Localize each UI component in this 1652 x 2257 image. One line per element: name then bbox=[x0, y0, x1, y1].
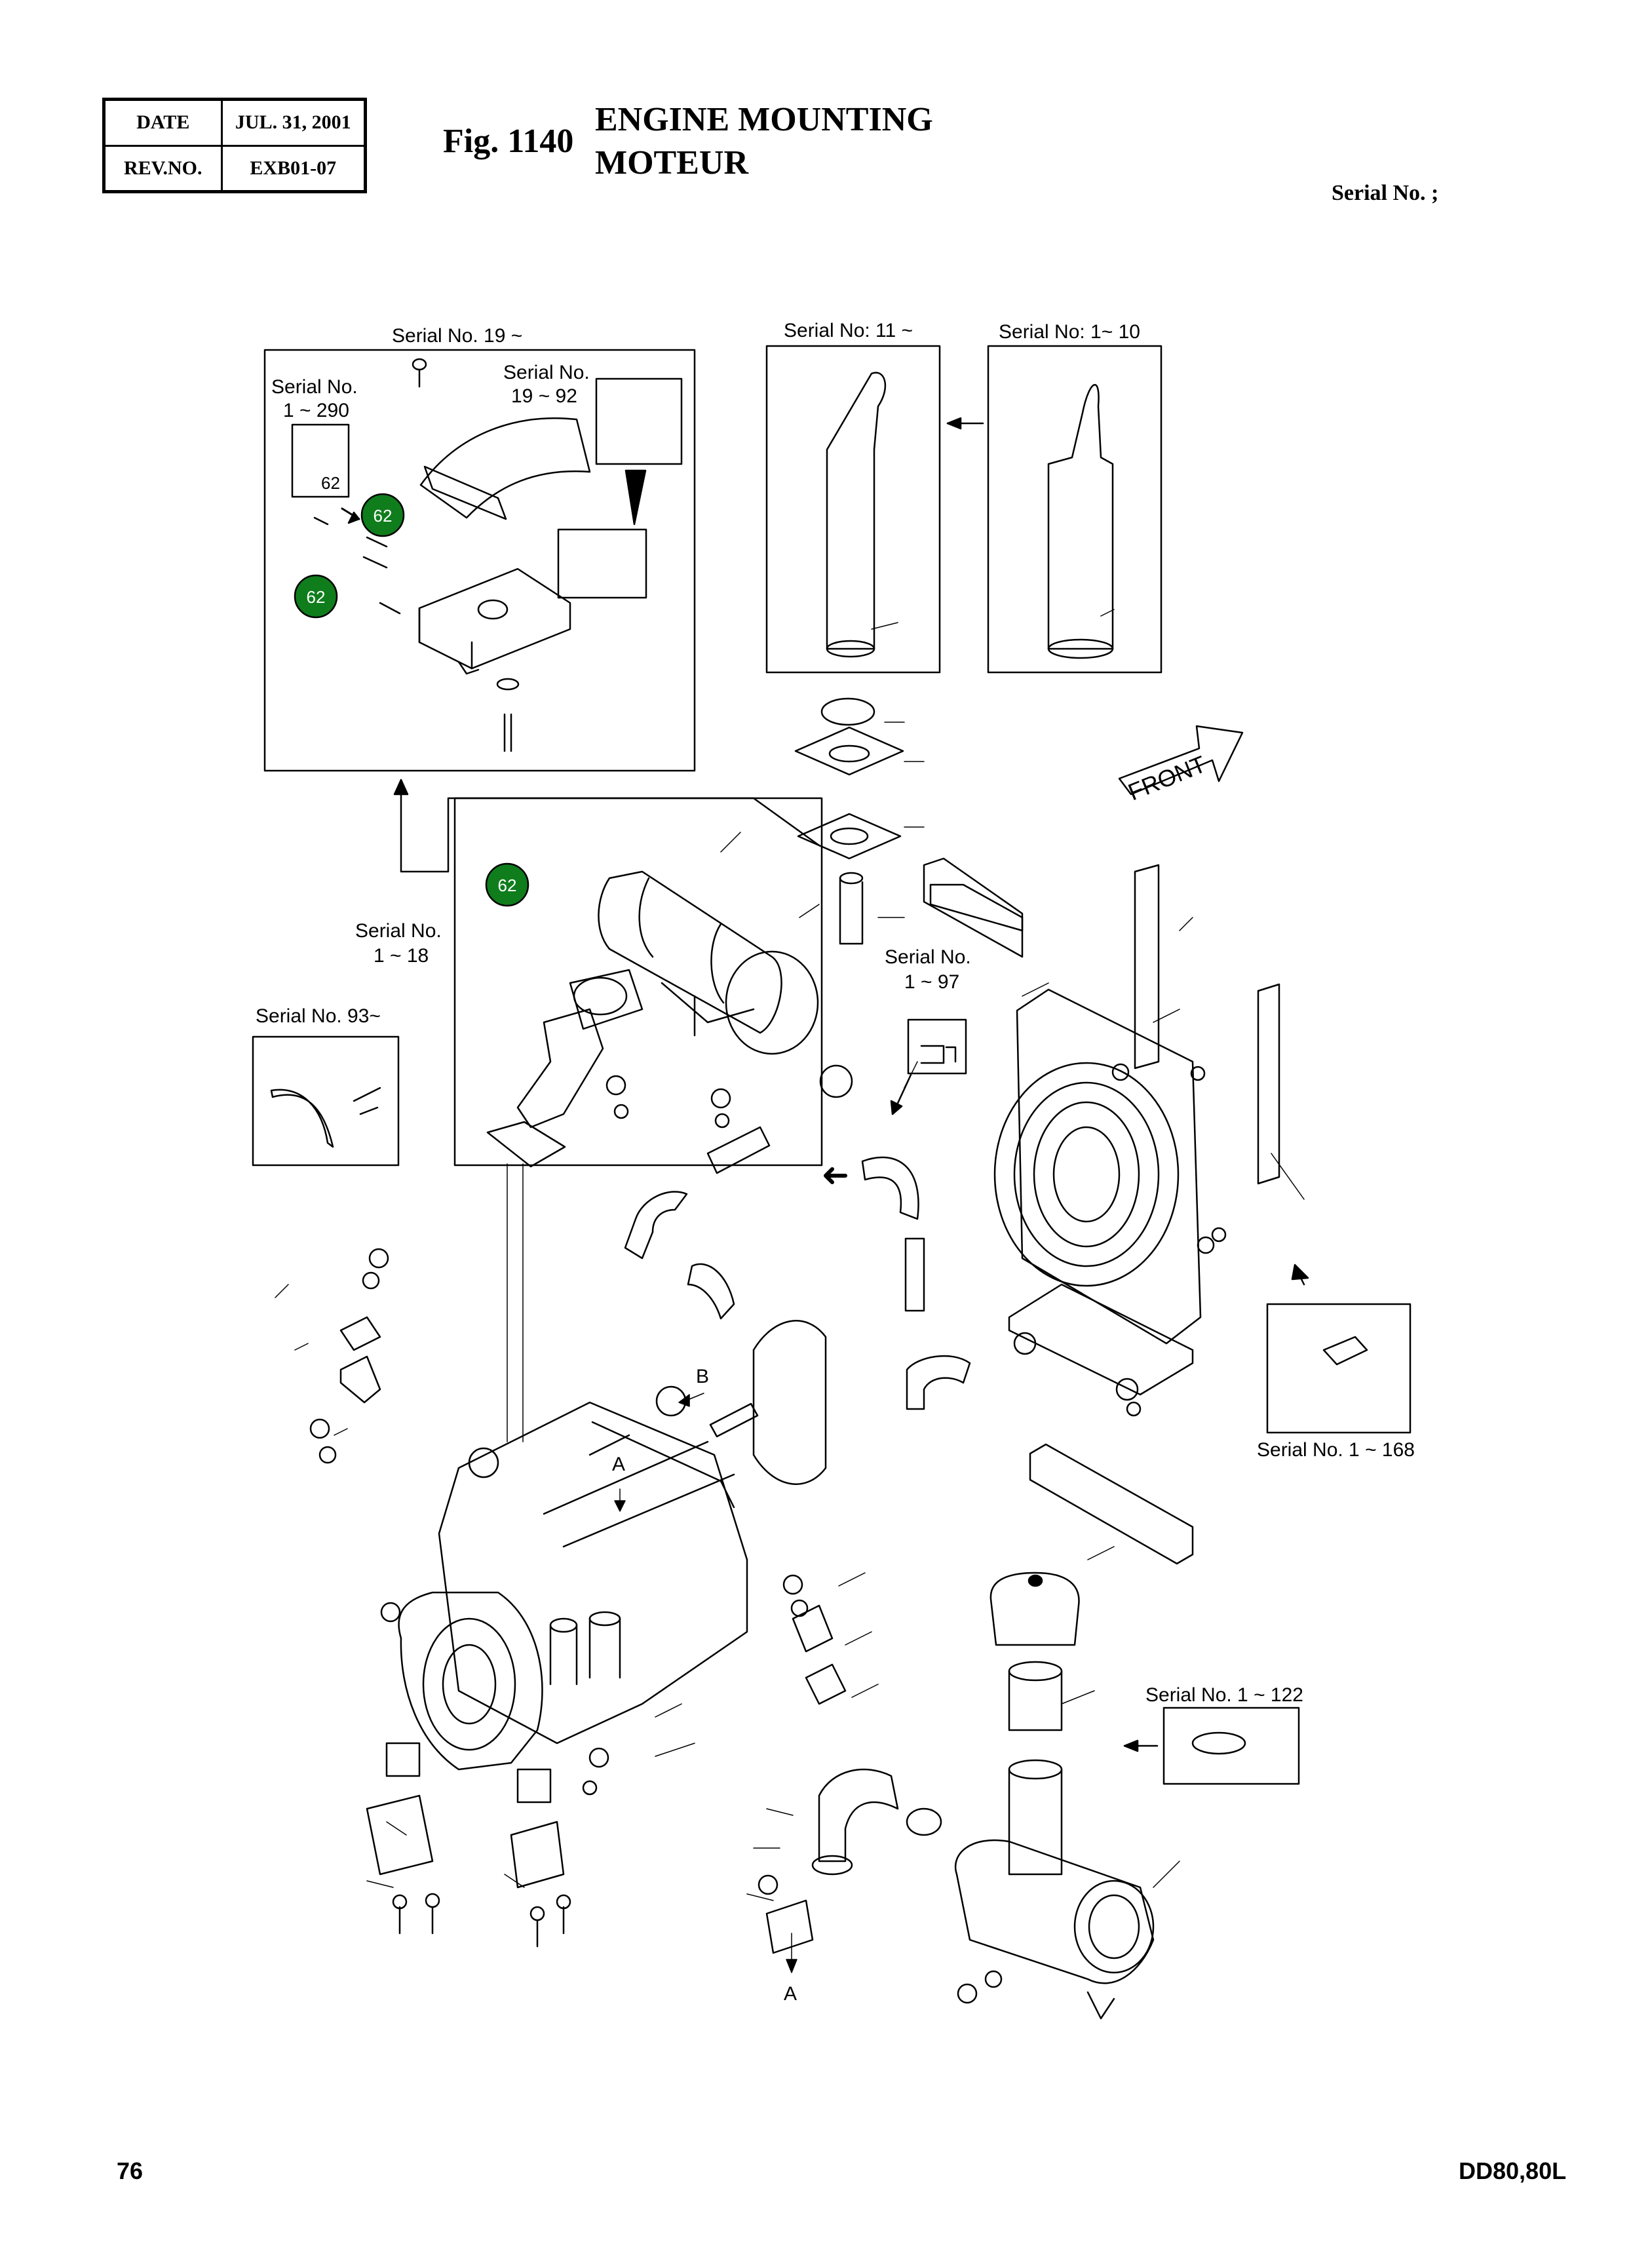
engine-block bbox=[398, 1320, 827, 1771]
date-label: DATE bbox=[103, 98, 223, 147]
air-cleaner bbox=[955, 1572, 1155, 2020]
callout-circle bbox=[360, 493, 405, 537]
sub-frame-1-290 bbox=[291, 423, 350, 498]
shield-clamp bbox=[423, 465, 507, 520]
plate-hole bbox=[477, 599, 509, 620]
inset-frame bbox=[263, 349, 696, 772]
label-serial-1-290-a: Serial No. bbox=[271, 376, 358, 398]
stud bbox=[503, 713, 512, 752]
washer bbox=[496, 678, 520, 691]
label-ref-a-engine: A bbox=[612, 1454, 625, 1475]
label-inline-62: 62 bbox=[321, 473, 340, 493]
page-number: 76 bbox=[117, 2157, 144, 2184]
flange-gasket bbox=[569, 969, 644, 1030]
filter-body bbox=[955, 1839, 1155, 1984]
plate-flange bbox=[418, 607, 480, 675]
rev-label: REV.NO. bbox=[103, 144, 223, 193]
callout-label: 62 bbox=[307, 587, 326, 607]
label-serial-1-97-b: 1 ~ 97 bbox=[904, 971, 959, 993]
figure-number: Fig. 1140 bbox=[443, 123, 574, 160]
radiator-base bbox=[1008, 1283, 1194, 1396]
arrow-down bbox=[624, 469, 647, 526]
stack-frame-1-10 bbox=[987, 345, 1162, 674]
exhaust-stack-new bbox=[765, 345, 941, 674]
exhaust-stack-old bbox=[946, 345, 1162, 674]
muffler bbox=[598, 870, 1024, 1098]
stack-flange bbox=[794, 726, 904, 776]
rev-value: EXB01-07 bbox=[220, 144, 367, 193]
hardware bbox=[309, 1063, 1227, 2004]
label-serial-11: Serial No: 11 ~ bbox=[784, 320, 913, 341]
channel-horizontal bbox=[1029, 1443, 1194, 1565]
exhaust-elbow bbox=[486, 969, 644, 1168]
label-serial-1-97-a: Serial No. bbox=[885, 946, 971, 968]
fan-blade bbox=[752, 1320, 827, 1485]
engine-mounts bbox=[339, 1316, 847, 1889]
angle-bracket bbox=[923, 857, 1280, 1565]
inset-leader bbox=[393, 779, 823, 1167]
label-serial-19-92-a: Serial No. bbox=[503, 362, 590, 383]
callout-label: 62 bbox=[374, 506, 393, 526]
stack-clamp-group bbox=[794, 697, 904, 945]
front-label: FRONT bbox=[1124, 750, 1210, 805]
muffler-bracket-inset bbox=[263, 349, 696, 772]
label-serial-19-92-b: 19 ~ 92 bbox=[511, 385, 577, 407]
reference-lines bbox=[507, 1163, 797, 1973]
serial-header: Serial No. ; bbox=[1332, 181, 1439, 205]
coolant-hoses bbox=[624, 1126, 971, 1410]
label-serial-1-18-b: 1 ~ 18 bbox=[374, 945, 429, 967]
title-french: MOTEUR bbox=[595, 144, 748, 182]
date-value: JUL. 31, 2001 bbox=[220, 98, 367, 147]
callouts: 62 62 62 bbox=[294, 493, 529, 907]
stack-clamp bbox=[820, 697, 875, 726]
gasket bbox=[797, 813, 902, 860]
label-ref-b: B bbox=[696, 1366, 709, 1387]
clamp-inset-122 bbox=[1123, 1707, 1300, 1785]
radiator bbox=[993, 988, 1202, 1396]
bolt-head bbox=[412, 358, 427, 371]
mount-inset-168 bbox=[1266, 1264, 1412, 1434]
label-serial-1-122: Serial No. 1 ~ 122 bbox=[1145, 1684, 1303, 1706]
callout-circle bbox=[294, 574, 338, 619]
label-serial-1-10: Serial No: 1~ 10 bbox=[999, 321, 1140, 343]
channel-vertical-1 bbox=[1134, 864, 1160, 1070]
bracket-plate bbox=[929, 883, 1024, 932]
figure-title: ENGINE MOUNTING MOTEUR bbox=[595, 98, 933, 185]
sub-frame-hardware-a bbox=[595, 377, 683, 465]
title-english: ENGINE MOUNTING bbox=[595, 101, 933, 138]
sub-frame-hardware-b bbox=[557, 528, 647, 599]
channel-vertical-2 bbox=[1257, 983, 1280, 1185]
label-serial-19: Serial No. 19 ~ bbox=[392, 325, 522, 347]
fan-shroud bbox=[993, 1062, 1180, 1287]
bolts bbox=[313, 516, 401, 615]
flywheel-housing bbox=[398, 1591, 543, 1771]
leader-lines bbox=[275, 609, 1305, 1901]
label-serial-1-168: Serial No. 1 ~ 168 bbox=[1257, 1439, 1415, 1461]
revision-table: DATE JUL. 31, 2001 REV.NO. EXB01-07 bbox=[102, 98, 367, 193]
exhaust-pipe-angled bbox=[826, 372, 887, 650]
precleaner-cap bbox=[989, 1572, 1080, 1646]
label-serial-1-290-b: 1 ~ 290 bbox=[283, 400, 349, 421]
callout-circle bbox=[485, 862, 529, 907]
callout-label: 62 bbox=[498, 876, 517, 895]
label-serial-93: Serial No. 93~ bbox=[256, 1005, 381, 1027]
stack-frame-11 bbox=[765, 345, 941, 674]
label-ref-a-intake: A bbox=[784, 1983, 797, 2005]
front-arrow: FRONT bbox=[1118, 725, 1244, 805]
pipe-cap bbox=[819, 1064, 853, 1098]
clip-inset bbox=[890, 1018, 967, 1115]
label-serial-1-18-a: Serial No. bbox=[355, 920, 442, 942]
exhaust-pipe-straight bbox=[1047, 384, 1114, 650]
intake-elbow bbox=[765, 1768, 942, 1954]
heat-shield bbox=[419, 417, 591, 519]
diagram-labels: Serial No. 19 ~ Serial No. 1 ~ 290 Seria… bbox=[256, 320, 1415, 2005]
model-number: DD80,80L bbox=[1459, 2157, 1567, 2184]
strap-inset bbox=[252, 1035, 400, 1167]
